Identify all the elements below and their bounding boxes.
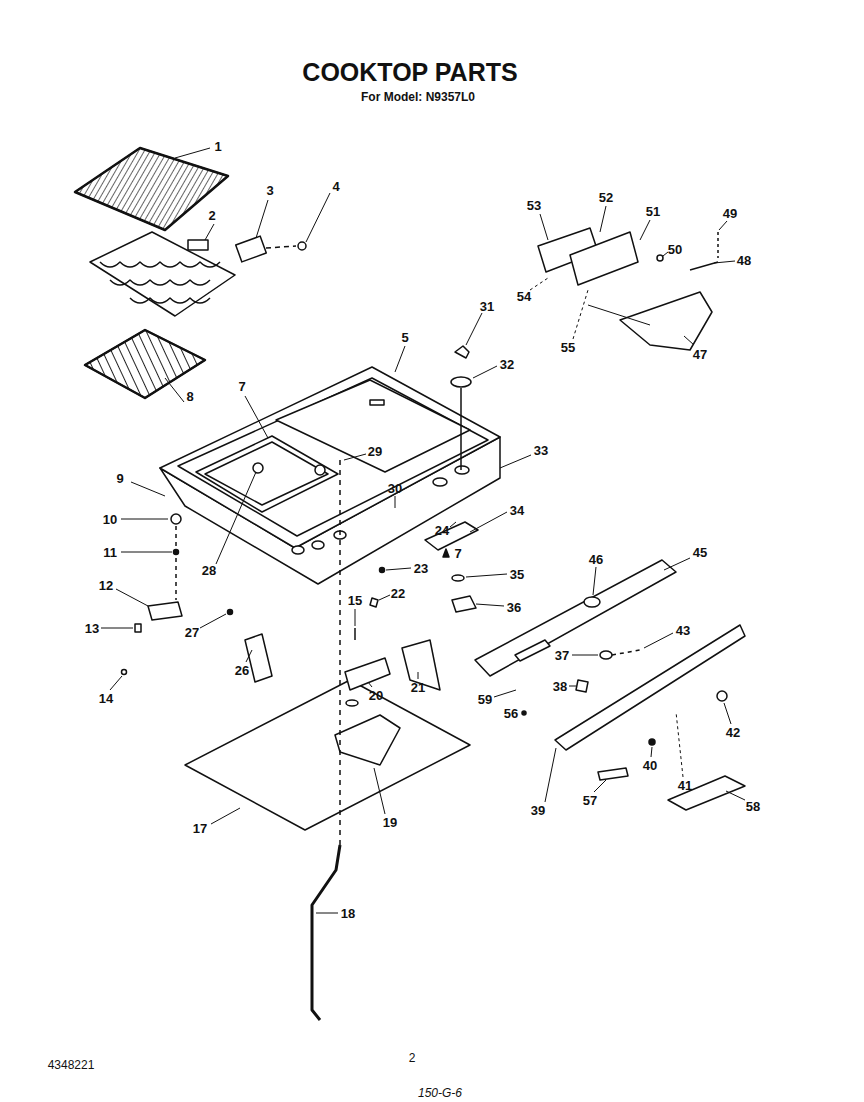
callout-number: 56 bbox=[504, 707, 518, 720]
callout-number: 42 bbox=[726, 726, 740, 739]
callout-number: 59 bbox=[478, 693, 492, 706]
callout-number: 29 bbox=[368, 445, 382, 458]
callout-number: 7 bbox=[238, 380, 245, 393]
callout-number: 34 bbox=[510, 504, 524, 517]
callout-number: 33 bbox=[534, 444, 548, 457]
callout-number: 37 bbox=[555, 649, 569, 662]
callout-number: 30 bbox=[388, 482, 402, 495]
callout-number: 23 bbox=[414, 562, 428, 575]
callout-number: 7 bbox=[454, 547, 461, 560]
callout-number: 9 bbox=[116, 472, 123, 485]
callout-number: 8 bbox=[186, 390, 193, 403]
callout-number: 51 bbox=[646, 205, 660, 218]
footer-note: 4348221 bbox=[48, 1059, 95, 1071]
callout-number: 27 bbox=[185, 626, 199, 639]
callout-number: 53 bbox=[527, 199, 541, 212]
footer-note: 150-G-6 bbox=[418, 1087, 462, 1099]
callout-number: 11 bbox=[103, 546, 117, 559]
callout-number: 38 bbox=[553, 680, 567, 693]
callout-number: 13 bbox=[85, 622, 99, 635]
callout-number: 55 bbox=[561, 341, 575, 354]
footer-note: 2 bbox=[409, 1052, 416, 1064]
callout-number: 5 bbox=[401, 331, 408, 344]
callout-number: 1 bbox=[214, 140, 221, 153]
callout-number: 45 bbox=[693, 546, 707, 559]
callout-number: 39 bbox=[531, 804, 545, 817]
callout-number: 26 bbox=[235, 664, 249, 677]
callout-number: 3 bbox=[266, 184, 273, 197]
callout-number: 58 bbox=[746, 800, 760, 813]
callout-number: 52 bbox=[599, 191, 613, 204]
callout-number: 10 bbox=[103, 513, 117, 526]
callout-number: 50 bbox=[668, 243, 682, 256]
callout-number: 18 bbox=[341, 907, 355, 920]
callout-number: 47 bbox=[693, 348, 707, 361]
callout-number: 24 bbox=[435, 524, 449, 537]
callout-number: 54 bbox=[517, 290, 531, 303]
callout-number: 14 bbox=[99, 692, 113, 705]
callout-number: 21 bbox=[411, 681, 425, 694]
callout-number: 2 bbox=[208, 209, 215, 222]
callout-number: 12 bbox=[99, 579, 113, 592]
callout-number: 36 bbox=[507, 601, 521, 614]
callout-number: 31 bbox=[480, 300, 494, 313]
callout-number: 57 bbox=[583, 794, 597, 807]
callout-number: 19 bbox=[383, 816, 397, 829]
callout-number: 46 bbox=[589, 553, 603, 566]
callout-number: 22 bbox=[391, 587, 405, 600]
callout-number: 43 bbox=[676, 624, 690, 637]
callout-number: 48 bbox=[737, 254, 751, 267]
callout-number: 17 bbox=[193, 822, 207, 835]
model-subtitle: For Model: N9357L0 bbox=[361, 91, 475, 103]
callout-number: 32 bbox=[500, 358, 514, 371]
callout-number: 4 bbox=[332, 180, 339, 193]
callout-number: 20 bbox=[369, 689, 383, 702]
callout-number: 35 bbox=[510, 568, 524, 581]
callout-number: 15 bbox=[348, 594, 362, 607]
callout-number: 40 bbox=[643, 759, 657, 772]
callout-number: 49 bbox=[723, 207, 737, 220]
callout-number: 41 bbox=[678, 779, 692, 792]
callout-number: 28 bbox=[202, 564, 216, 577]
page-title: COOKTOP PARTS bbox=[302, 58, 517, 87]
